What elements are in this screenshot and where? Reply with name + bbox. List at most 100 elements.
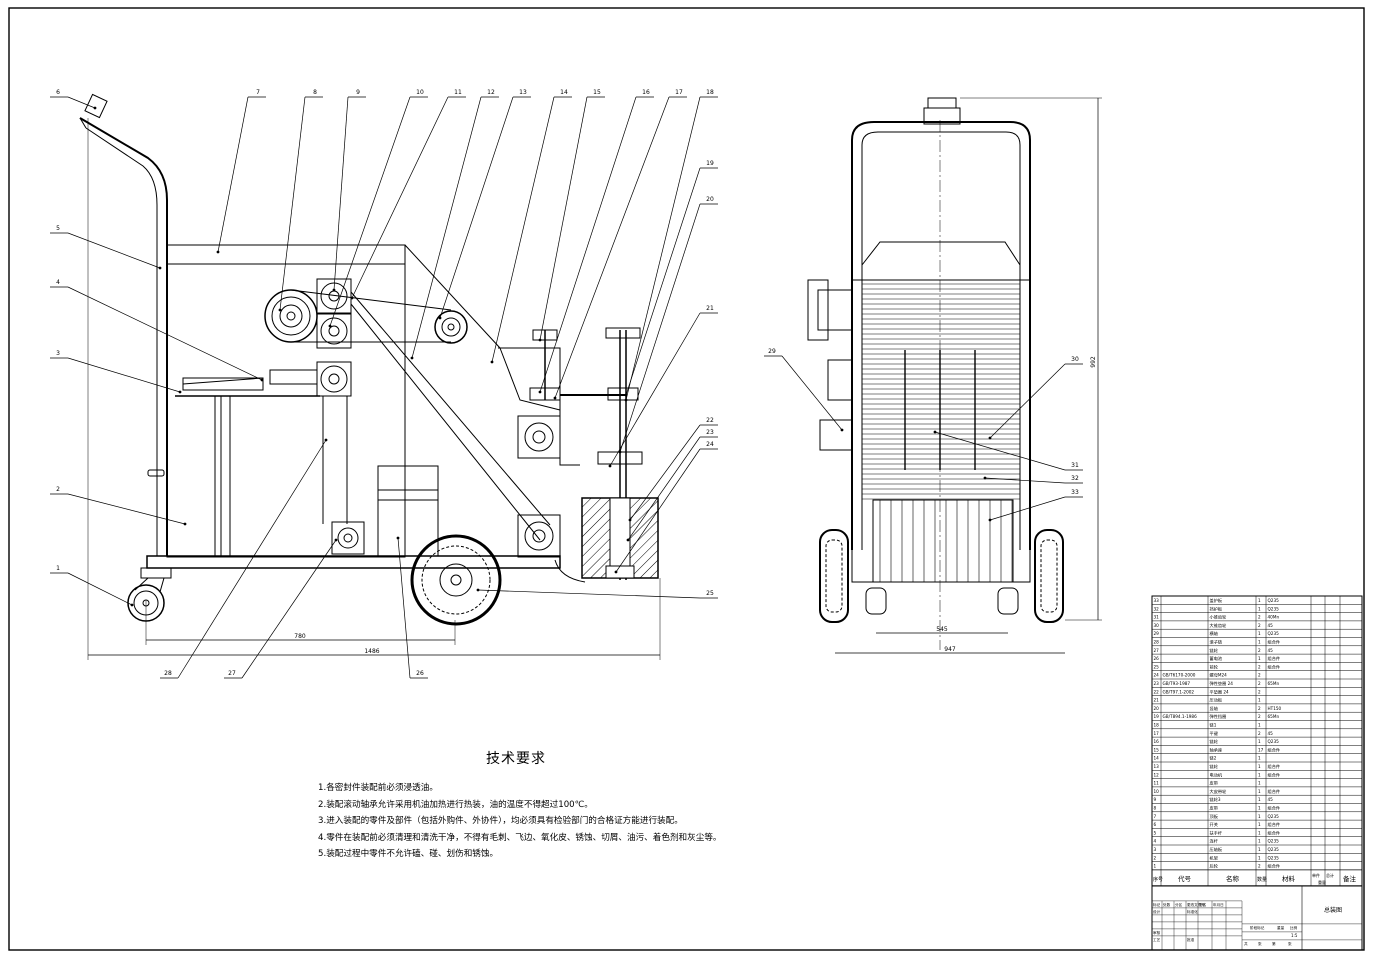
right-wheel — [1034, 529, 1064, 623]
leader-line — [619, 203, 701, 453]
bom-no: 30 — [1154, 623, 1160, 628]
leader-line — [177, 439, 327, 679]
bom-material: Q235 — [1268, 598, 1280, 603]
balloon-number: 19 — [706, 160, 714, 167]
leader-line — [554, 96, 670, 399]
bom-no: 27 — [1154, 648, 1160, 653]
title-block-label: 比例 — [1290, 925, 1298, 930]
leader-dot — [624, 398, 628, 402]
bom-qty: 2 — [1258, 731, 1261, 736]
title-block-label: 第 — [1272, 941, 1276, 946]
bom-code: GB/T93-1987 — [1163, 681, 1191, 686]
bom-material: Q235 — [1268, 631, 1280, 636]
title-block-label: 审核 — [1153, 930, 1161, 935]
bom-head-name: 名称 — [1226, 874, 1240, 883]
leader-line — [411, 96, 482, 359]
title-block: 标记处数分区更改文件号签名年月日设计标准化审核工艺批准阶段标记重量比例共张第张总… — [1151, 885, 1363, 951]
tech-req-item: 5.装配过程中零件不允许磕、碰、划伤和锈蚀。 — [318, 849, 499, 859]
bom-no: 24 — [1154, 673, 1160, 678]
bom-no: 31 — [1154, 615, 1160, 620]
bom-head-remark: 备注 — [1343, 874, 1357, 883]
balloon-number: 30 — [1071, 356, 1079, 363]
bom-qty: 1 — [1258, 772, 1261, 777]
tech-req-title: 技术要求 — [486, 751, 546, 767]
leader-line — [491, 96, 555, 363]
leader-line — [217, 96, 249, 253]
balloon-number: 32 — [1071, 475, 1079, 482]
bom-name: 平垫圈 24 — [1210, 688, 1230, 695]
leader-dot — [130, 603, 134, 607]
bom-no: 7 — [1154, 814, 1157, 819]
bom-head-total: 总计 — [1326, 872, 1334, 878]
leader-line — [279, 96, 306, 311]
front-frame — [851, 279, 1031, 583]
bom-no: 15 — [1154, 747, 1160, 752]
balloon-number: 12 — [487, 89, 495, 96]
leader-line — [67, 96, 96, 109]
dim-front-height: 992 — [1090, 356, 1097, 368]
bom-material: Q235 — [1268, 855, 1280, 860]
title-block-label: 共 — [1244, 941, 1248, 946]
leader-line — [625, 167, 701, 396]
leader-dot — [278, 308, 282, 312]
leader-dot — [216, 250, 220, 254]
title-block-label: 重量 — [1277, 925, 1285, 930]
leader-dot — [334, 538, 338, 542]
leader-dot — [618, 450, 622, 454]
leader-line — [609, 312, 701, 467]
leader-line — [67, 493, 186, 525]
bom-material: 65Mn — [1268, 714, 1280, 719]
bom-no: 10 — [1154, 789, 1160, 794]
leader-line — [984, 477, 1066, 484]
bom-no: 12 — [1154, 772, 1160, 777]
bom-qty: 2 — [1258, 681, 1261, 686]
leader-dot — [983, 476, 987, 480]
bom-head-unit: 单件 — [1312, 872, 1320, 878]
bom-qty: 2 — [1258, 623, 1261, 628]
balloon-number: 17 — [675, 89, 683, 96]
leader-lines — [50, 96, 1083, 679]
title-block-label: 处数 — [1163, 902, 1171, 907]
balloon-number: 28 — [164, 670, 172, 677]
leader-line — [625, 96, 701, 401]
bom-qty: 1 — [1258, 814, 1261, 819]
title-block-label: 签名 — [1199, 902, 1207, 907]
leader-line — [67, 232, 161, 269]
bom-name: 链轮 — [1210, 738, 1219, 745]
bom-material: 组合件 — [1268, 805, 1281, 812]
title-block-label: 张 — [1288, 941, 1292, 946]
bom-qty: 1 — [1258, 789, 1261, 794]
bom-material: 组合件 — [1268, 788, 1281, 795]
handle-bar-inner — [85, 127, 158, 556]
balloon-number: 20 — [706, 196, 714, 203]
leader-line — [627, 436, 701, 541]
bom-qty: 1 — [1258, 822, 1261, 827]
switch-box — [84, 93, 108, 119]
bom-material: 45 — [1268, 797, 1274, 802]
title-block-label: 更改文件号 — [1187, 902, 1205, 907]
balloon-number: 25 — [706, 590, 714, 597]
tech-req-item: 1.各密封件装配前必须浸透油。 — [318, 783, 438, 793]
bom-no: 16 — [1154, 739, 1160, 744]
bom-no: 6 — [1154, 822, 1157, 827]
bom-name: 竖轴 — [1210, 705, 1218, 712]
leader-dot — [324, 438, 328, 442]
dim-front-overall: 947 — [944, 646, 956, 653]
bom-name: 顶板 — [1210, 813, 1219, 820]
bom-no: 28 — [1154, 640, 1160, 645]
